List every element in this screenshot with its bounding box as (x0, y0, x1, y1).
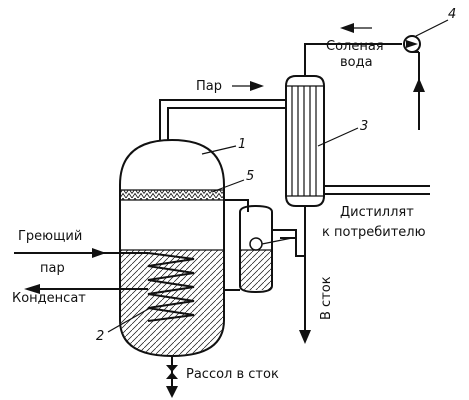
callout-1: 1 (238, 137, 246, 152)
condensate-label: Конденсат (12, 291, 86, 306)
callout-5: 5 (246, 169, 254, 184)
callout-line-1 (201, 145, 237, 155)
callout-line-5 (211, 179, 245, 193)
evaporator-vessel (119, 138, 225, 358)
separator-mesh (121, 189, 223, 201)
heating-steam-arrow (92, 248, 106, 258)
brine-drain-label: Рассол в сток (186, 367, 279, 382)
drain-arrow (299, 330, 311, 344)
salt-water-label-1: Соленая (326, 39, 384, 54)
condenser (285, 75, 325, 207)
callout-line-2 (107, 307, 151, 333)
callout-2: 2 (96, 329, 104, 344)
callout-4: 4 (448, 7, 456, 22)
steam-arrow (250, 81, 264, 91)
heating-steam-label-1: Греющий (18, 229, 82, 244)
heating-steam-label-2: пар (40, 261, 65, 276)
level-regulator (224, 199, 297, 294)
salt-water-label-2: вода (340, 55, 373, 70)
condenser-drain (295, 206, 306, 332)
steam-pipe (159, 99, 286, 141)
callout-3: 3 (360, 119, 368, 134)
condensate-arrow (24, 284, 40, 294)
brine-liquid (121, 250, 223, 320)
salt-water-arrow-up (413, 78, 425, 92)
distillate-label-2: к потребителю (322, 225, 426, 240)
drain-label: В сток (319, 276, 334, 320)
distillate-pipe (324, 185, 430, 195)
distillate-label-1: Дистиллят (340, 205, 414, 220)
callout-line-3 (317, 127, 359, 147)
salt-water-arrow-left (340, 23, 354, 33)
callout-line-4 (415, 19, 449, 37)
heating-coil (14, 252, 195, 322)
brine-arrow (166, 386, 178, 398)
steam-label: Пар (196, 79, 222, 94)
pump-icon (403, 35, 421, 53)
